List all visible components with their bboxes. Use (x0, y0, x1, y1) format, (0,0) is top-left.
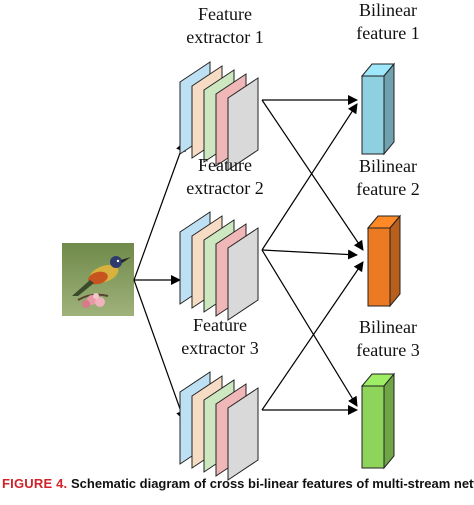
bilinear-feature-box-1 (360, 62, 396, 156)
bilinear-feature-boxes (360, 62, 402, 470)
bilinear-2-label-line2: feature 2 (356, 179, 419, 199)
box-front-face (361, 385, 385, 469)
caption-label: FIGURE 4. (2, 476, 68, 491)
feature-extractor-stacks (179, 61, 259, 481)
feature-map-sheet (227, 227, 259, 321)
figure-caption: FIGURE 4. Schematic diagram of cross bi-… (2, 476, 474, 491)
feature-map-stack-1 (179, 61, 259, 171)
bilinear-feature-box-2 (366, 214, 402, 308)
feature-map-stack-3 (179, 371, 259, 481)
box-front-face (367, 227, 391, 307)
bilinear-3-label-line1: Bilinear (359, 317, 417, 337)
extractor-3-label-line1: Feature (193, 315, 247, 335)
extractor-labels: Feature extractor 1 Feature extractor 2 … (181, 4, 263, 358)
box-side-face (389, 214, 401, 308)
extractor-3-label-line2: extractor 3 (181, 338, 258, 358)
extractor-2-label-line2: extractor 2 (186, 178, 263, 198)
extractor-1-label-line2: extractor 1 (186, 27, 263, 47)
feature-map-stack-2 (179, 211, 259, 321)
box-side-face (383, 62, 395, 156)
bilinear-3-label-line2: feature 3 (356, 340, 419, 360)
cross-arrows (261, 95, 364, 415)
extractor-2-label-line1: Feature (198, 155, 252, 175)
box-front-face (361, 75, 385, 155)
bilinear-labels: Bilinear feature 1 Bilinear feature 2 Bi… (356, 0, 419, 360)
feature-map-sheet (227, 77, 259, 171)
bilinear-feature-box-3 (360, 372, 396, 470)
extractor-1-label-line1: Feature (198, 4, 252, 24)
bilinear-1-label-line1: Bilinear (359, 0, 417, 20)
box-side-face (383, 372, 395, 470)
input-arrows (133, 141, 186, 421)
feature-map-sheet (227, 387, 259, 481)
bilinear-2-label-line1: Bilinear (359, 156, 417, 176)
bilinear-1-label-line2: feature 1 (356, 23, 419, 43)
caption-text: Schematic diagram of cross bi-linear fea… (71, 476, 474, 491)
input-bird-image (62, 243, 134, 316)
